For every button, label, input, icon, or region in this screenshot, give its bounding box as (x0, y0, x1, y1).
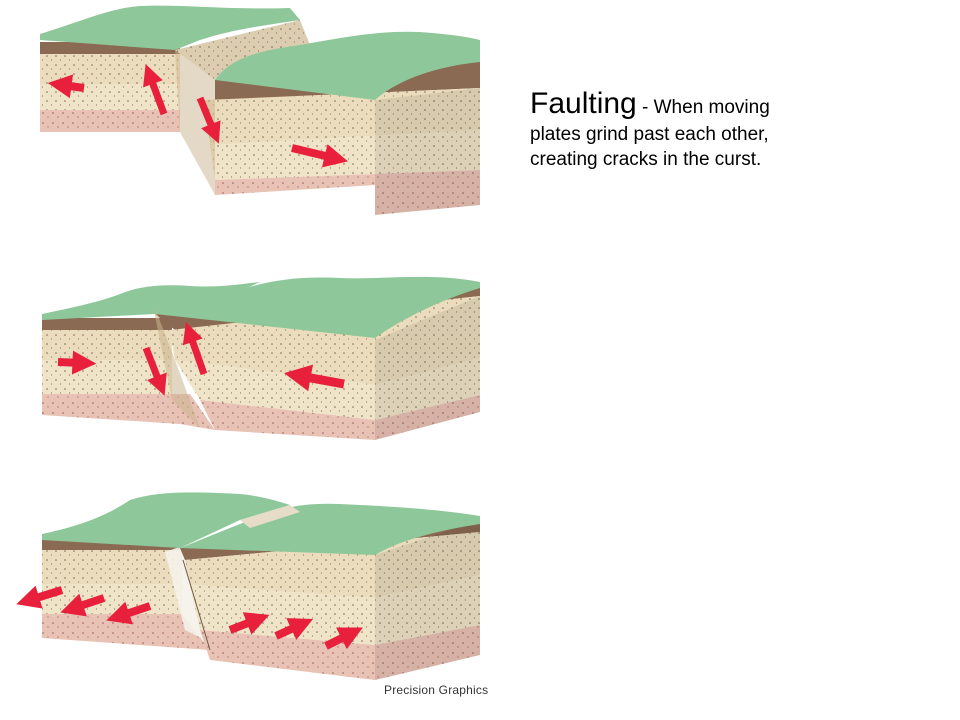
right-block (180, 503, 480, 680)
left-block-front (40, 42, 180, 132)
arrow-right-icon (274, 618, 314, 640)
arrow-up-icon (182, 322, 208, 376)
arrow-left-icon (47, 74, 85, 99)
caption-line-2: plates grind past each other, (530, 124, 769, 145)
caption-term: Faulting (530, 87, 637, 120)
caption-separator: - (636, 97, 654, 118)
arrow-left-icon (16, 585, 64, 609)
left-block-grass (40, 5, 300, 51)
right-block-grass (180, 503, 480, 555)
arrow-right-icon (324, 627, 363, 650)
arrow-down-icon (142, 346, 167, 396)
reverse-fault-block (42, 276, 480, 440)
right-block (205, 31, 480, 215)
right-block-grass (155, 276, 480, 338)
arrow-left-icon (60, 593, 106, 617)
left-block-grass (42, 492, 290, 548)
right-block (155, 276, 480, 440)
arrow-up-icon (143, 64, 168, 116)
image-credit: Precision Graphics (384, 683, 489, 697)
arrow-right-icon (291, 144, 349, 168)
normal-fault-block (40, 5, 480, 215)
arrow-down-icon (196, 96, 221, 144)
caption-line-3: creating cracks in the curst. (530, 149, 762, 170)
left-block-grass (42, 282, 260, 320)
arrow-left-icon (284, 364, 345, 392)
right-block-grass (215, 31, 480, 101)
arrow-left-icon (106, 601, 152, 625)
strike-slip-fault-block (16, 492, 480, 680)
caption: Faulting - When moving plates grind past… (530, 86, 860, 172)
caption-line-1: When moving (653, 97, 770, 118)
arrow-right-icon (57, 350, 97, 375)
arrow-right-icon (228, 612, 270, 635)
